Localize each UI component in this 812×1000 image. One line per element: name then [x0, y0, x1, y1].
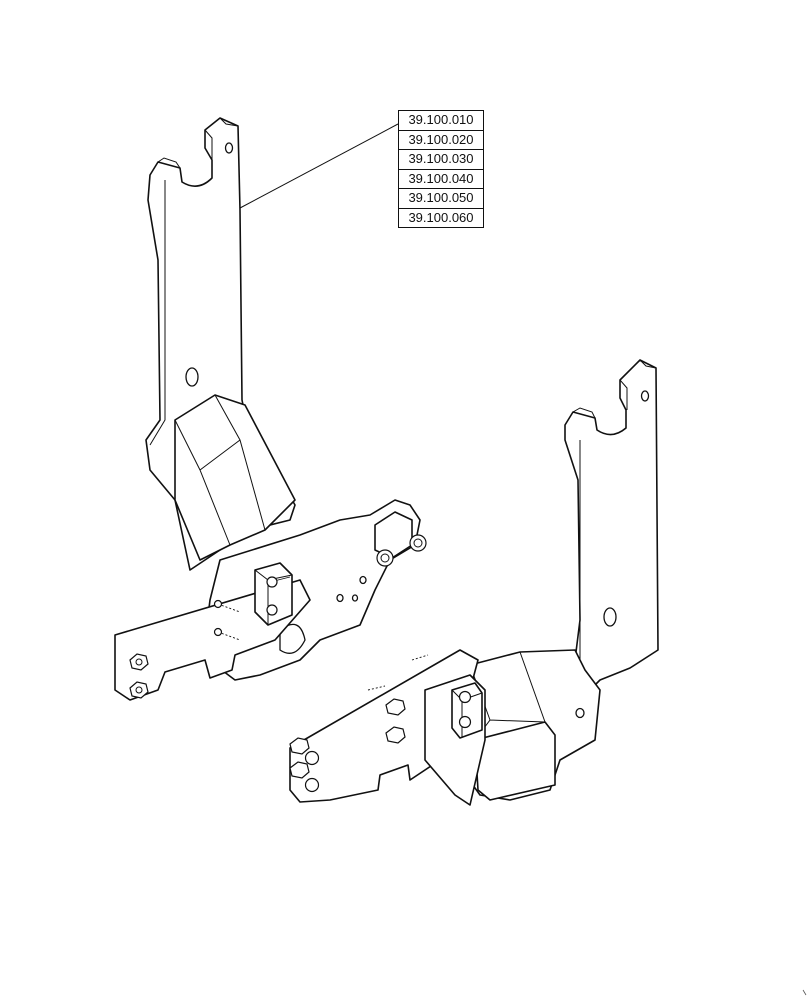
right-arm-edge: [572, 359, 657, 660]
right-nut-3: [289, 737, 310, 755]
right-nut-4: [289, 761, 310, 779]
right-bolt-4: [304, 777, 320, 793]
left-plate-hole-2: [336, 593, 344, 603]
left-stud-1: [213, 599, 241, 613]
right-housing-hole: [575, 707, 585, 719]
right-bolt-1: [458, 690, 472, 704]
left-stud-2: [213, 627, 241, 641]
right-bolt-2: [458, 715, 472, 729]
bracket-assembly-left[interactable]: [114, 117, 427, 701]
reference-code-1[interactable]: 39.100.010: [399, 111, 483, 131]
left-plate-hole-1: [359, 575, 367, 585]
left-clamp-block: [254, 562, 293, 626]
left-box-edges: [174, 394, 266, 546]
right-stud-2: [367, 685, 386, 691]
reference-code-5[interactable]: 39.100.050: [399, 189, 483, 209]
right-nut-1: [385, 698, 406, 716]
corner-mark: [802, 989, 807, 996]
left-arm-hole-top: [224, 142, 234, 154]
left-bolt-2: [266, 604, 278, 616]
reference-code-3[interactable]: 39.100.030: [399, 150, 483, 170]
left-plate-hole-3: [351, 594, 359, 602]
left-arm-hole-mid: [185, 367, 199, 387]
left-box-section: [174, 394, 296, 561]
right-bolt-3: [304, 750, 320, 766]
right-nut-2: [385, 726, 406, 744]
left-arm-edge: [149, 117, 239, 446]
bracket-assembly-right[interactable]: [289, 359, 659, 806]
left-plate-cutout: [279, 623, 306, 654]
left-nut-1: [129, 653, 149, 671]
right-arm-hole-top: [640, 390, 650, 402]
left-roller-1: [376, 549, 394, 567]
left-bolt-1: [266, 576, 291, 588]
reference-code-6[interactable]: 39.100.060: [408, 209, 474, 225]
reference-code-4[interactable]: 39.100.040: [399, 170, 483, 189]
left-nut-2: [129, 681, 149, 699]
leader-line: [239, 123, 399, 209]
right-stud-1: [411, 654, 429, 661]
right-arm-hole-mid: [603, 607, 617, 627]
reference-table: 39.100.010 39.100.020 39.100.030 39.100.…: [398, 110, 484, 228]
left-roller-2: [409, 534, 427, 552]
reference-code-2[interactable]: 39.100.020: [399, 131, 483, 150]
